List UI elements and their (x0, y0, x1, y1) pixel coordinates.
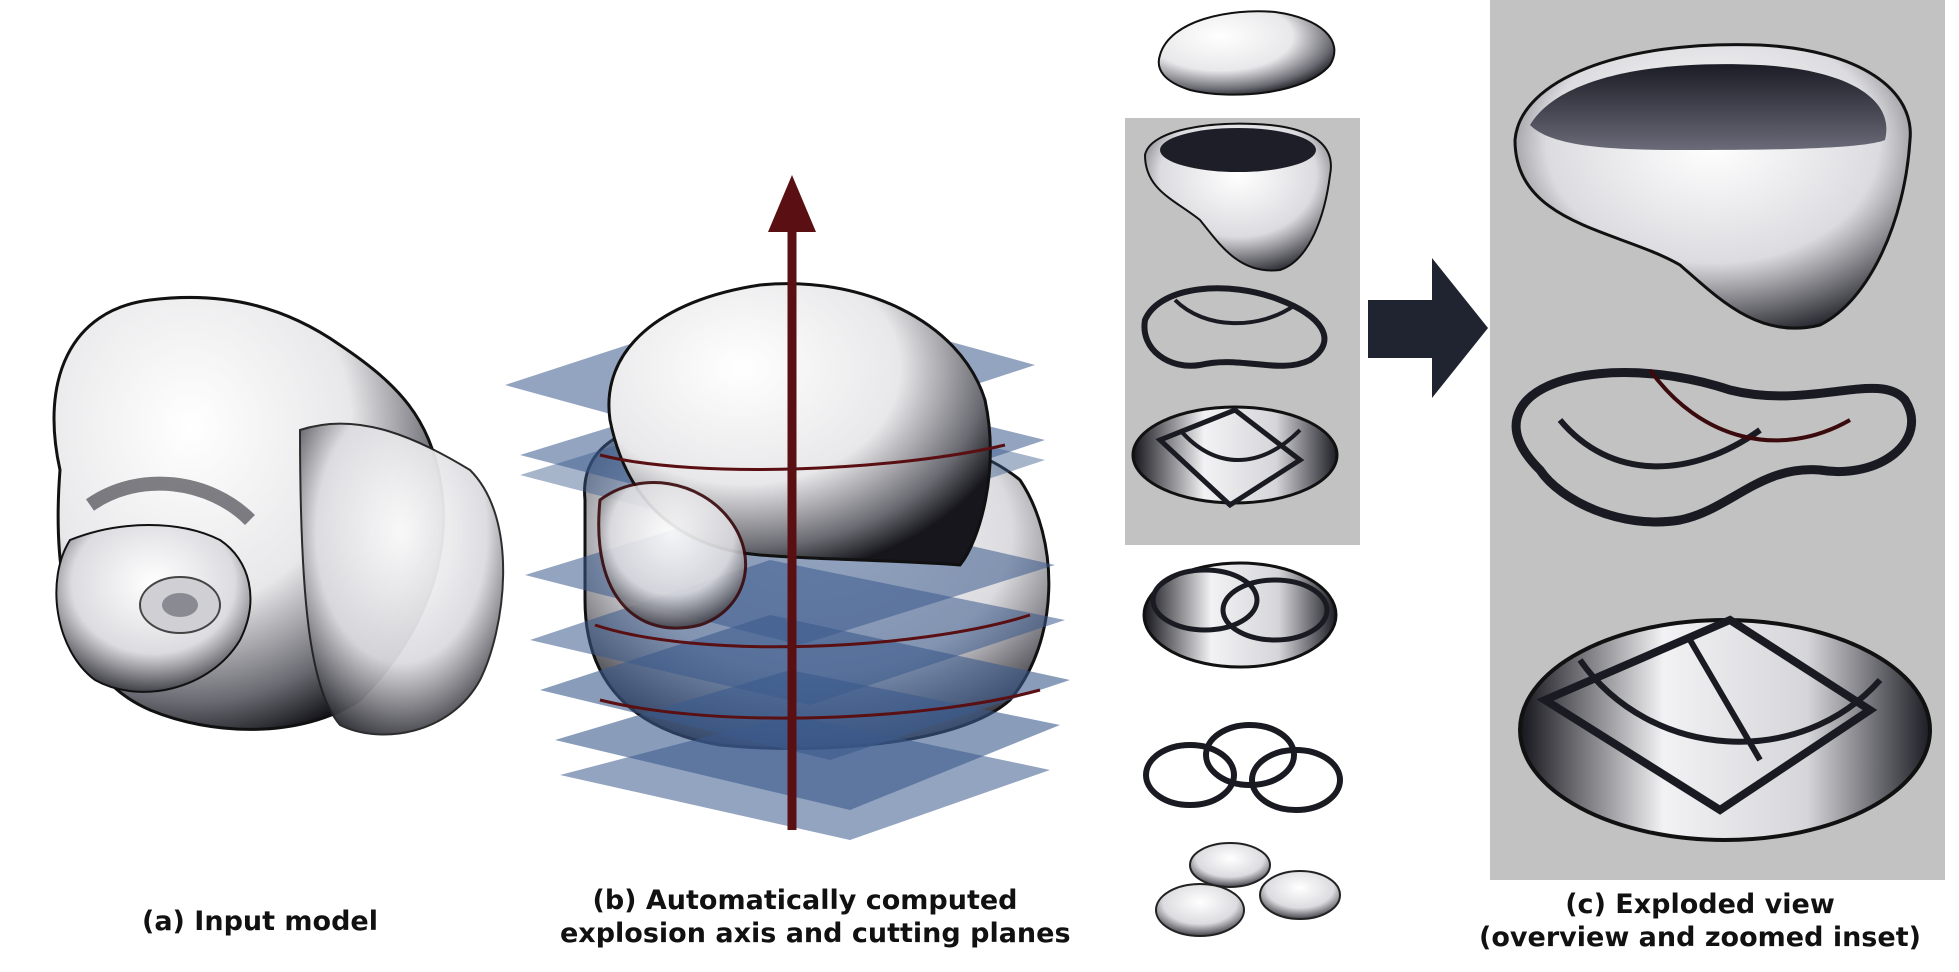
input-model-illustration (52, 295, 505, 736)
caption-exploded-view: (c) Exploded view (overview and zoomed i… (1450, 888, 1950, 954)
right-arrow-icon (1368, 258, 1488, 398)
zoomed-inset-illustration (1490, 0, 1945, 880)
cutting-planes-illustration (505, 175, 1070, 840)
caption-a-text: (a) Input model (142, 906, 378, 937)
caption-b-line2: explosion axis and cutting planes (560, 918, 1071, 949)
caption-cutting-planes: (b) Automatically computed explosion axi… (560, 884, 1071, 950)
up-arrow-icon (768, 175, 816, 232)
caption-c-line1: (c) Exploded view (1565, 889, 1835, 920)
exploded-overview-illustration (1125, 10, 1360, 937)
caption-c-line2: (overview and zoomed inset) (1479, 922, 1921, 953)
cutting-plane-8 (560, 715, 1050, 840)
caption-b-line1: (b) Automatically computed (592, 885, 1018, 916)
caption-input-model: (a) Input model (95, 905, 425, 938)
